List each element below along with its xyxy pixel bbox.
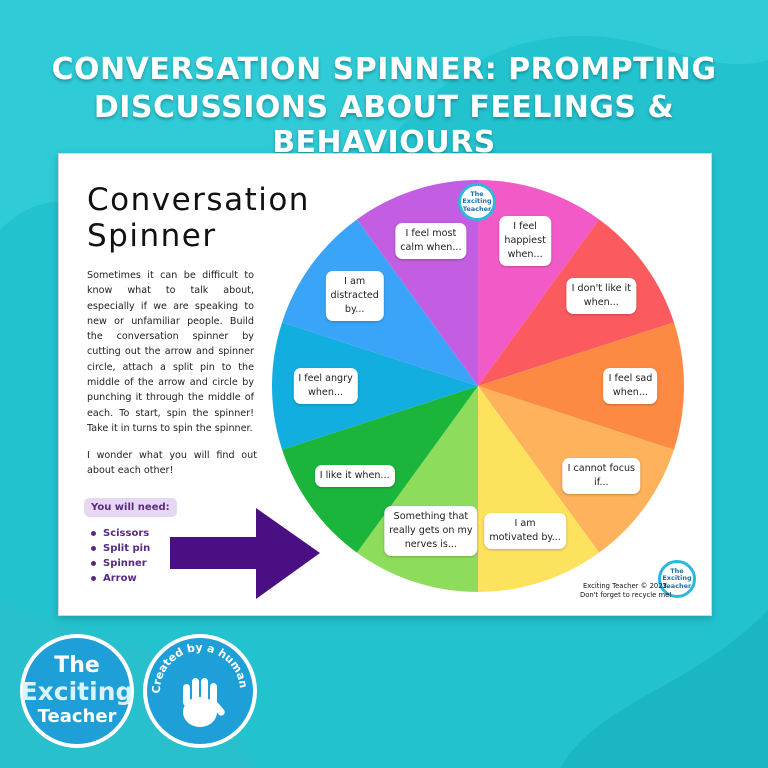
spinner-segment (272, 322, 478, 450)
need-item: Arrow (89, 571, 150, 586)
handprint-icon: Created by a human! (143, 634, 250, 727)
created-by-human-badge: Created by a human! (143, 634, 257, 748)
segment-label: I like it when... (314, 464, 395, 487)
need-item: Split pin (89, 541, 150, 556)
exciting-teacher-logo: The Exciting Teacher (20, 634, 134, 748)
purple-arrow-icon (170, 508, 320, 599)
description-text: Sometimes it can be difficult to know wh… (87, 270, 254, 434)
need-title: You will need: (84, 498, 177, 517)
card-title-line-1: Conversation (87, 182, 310, 218)
need-item: Spinner (89, 556, 150, 571)
headline-line-1: CONVERSATION SPINNER: PROMPTING (51, 52, 717, 87)
closing-text: I wonder what you will find out about ea… (87, 450, 257, 477)
mini-logo-bottom: The Exciting Teacher (658, 560, 696, 598)
card-title-line-2: Spinner (87, 218, 217, 254)
credit-text: Exciting Teacher © 2023. Don't forget to… (579, 582, 672, 599)
need-item: Scissors (89, 526, 150, 541)
spinner-segment (478, 322, 685, 450)
mini-logo-top: The Exciting Teacher (458, 183, 496, 221)
need-list: Scissors Split pin Spinner Arrow (89, 526, 150, 586)
